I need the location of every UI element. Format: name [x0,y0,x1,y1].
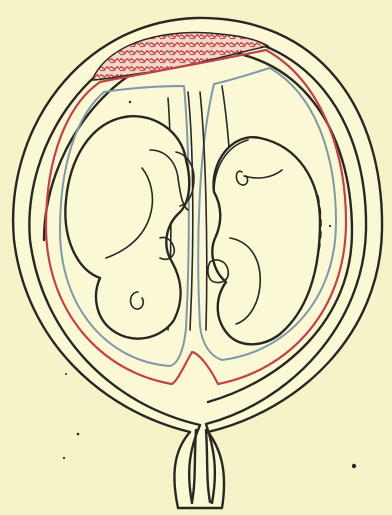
speck-1 [77,433,80,436]
speck-6 [65,373,67,375]
speck-4 [129,101,131,103]
speck-3 [352,464,356,468]
speck-2 [63,457,65,459]
speck-5 [329,225,331,227]
